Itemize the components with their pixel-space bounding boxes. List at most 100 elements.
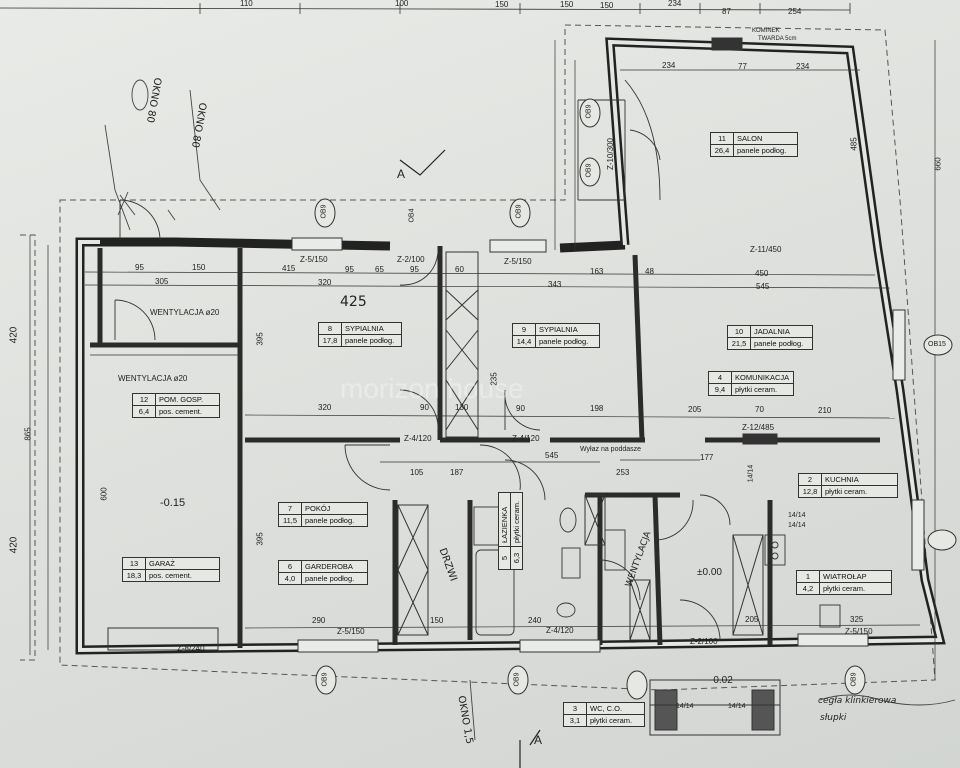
lintel-label: Z-4/120 [404,434,432,443]
dim: 240 [528,616,542,625]
dim: 90 [420,403,429,412]
dim: 150 [560,0,574,9]
fireplace-note: TWARDA 5cm [758,36,797,42]
dim: 235 [489,372,499,386]
section-marker-a: A [534,733,543,747]
dim: 205 [745,615,759,624]
dim: 305 [155,277,169,286]
handwritten-porch-note: słupki [820,713,847,723]
section-marker-a: A [397,167,406,181]
attic-hatch-label: Wyłaz na poddasze [580,446,642,453]
lintel-label: Z-5/150 [845,627,873,636]
lintel-label: Z-2/100 [397,255,425,264]
dim: 95 [135,263,144,272]
dim: 420 [8,536,20,554]
window-tag: OB9 [515,204,523,219]
lintel-label: Z-5/150 [337,627,365,636]
lintel-label: Z-8/240 [177,644,205,653]
dim: 150 [495,0,509,9]
window-tag: OB9 [850,672,858,687]
dim: 150 [600,1,614,10]
lintel-label: Z-2/100 [690,637,718,646]
handwritten-porch-note: cegła klinkierowa [818,696,897,706]
dim: 545 [756,282,770,291]
dim: 150 [430,616,444,625]
fireplace-label: KOMINEK [752,28,780,34]
dim: 90 [516,404,525,413]
dashed-plot-outline [20,24,936,691]
dim: 395 [255,532,265,546]
dim: 320 [318,278,332,287]
lintel-label: Z-7/240 [120,239,148,248]
lintel-label: Z-5/150 [504,257,532,266]
dim: 485 [849,137,859,151]
window-tag-circles [314,98,957,700]
dim: 14/14 [788,522,806,529]
dim: 395 [255,332,265,346]
dim: 545 [545,451,559,460]
exterior-walls-inner [78,39,943,653]
dim: 254 [788,7,802,16]
dim: 205 [688,405,702,414]
dim: 290 [312,616,326,625]
dim: 100 [395,0,409,8]
dim: 320 [318,403,332,412]
entry-porch [649,679,781,736]
lintel-label: Z-11/450 [750,245,782,254]
dim: 210 [818,406,832,415]
handwritten-425: 425 [340,294,367,310]
dim: 187 [450,468,464,477]
ventilation-shafts [397,37,778,641]
watermark: morizon house [340,373,524,404]
dim: 234 [668,0,682,8]
dim: 70 [755,405,764,414]
window-tag: OB15 [928,341,946,348]
door-swings [114,79,731,641]
dim: 95 [410,265,419,274]
window-tag: OB9 [513,672,521,687]
lintel-label: Z-12/485 [742,423,775,432]
dim: 163 [590,267,604,276]
ventilation-label: WENTYLACJA ø20 [118,374,188,383]
dim: 234 [662,61,676,70]
dim: 420 [8,326,20,344]
dim: 87 [722,7,731,16]
window-tag: OB9 [321,672,329,687]
dim: 14/14 [788,512,806,519]
dim: 198 [590,404,604,413]
dim: 325 [850,615,864,624]
bathroom-fixtures [473,506,841,636]
dim: 450 [755,269,769,278]
level-hall: ±0.00 [697,567,722,578]
dim: 95 [345,265,354,274]
dim: 130 [455,403,469,412]
dim: 14/14 [747,464,755,483]
level-porch: -0.02 [710,675,733,686]
window-tag: OB9 [585,163,593,178]
dim: 343 [548,280,562,289]
dim: 110 [240,0,253,8]
dimension-lines [29,40,936,680]
lintel-label: Z-5/150 [300,255,328,264]
dim: 660 [933,157,943,171]
ventilation-label: WENTYLACJA ø20 [150,308,220,317]
section-markers [399,149,541,768]
lintel-label: Z-4/120 [546,626,574,635]
lintel-label: Z-4/120 [512,434,540,443]
dim: 177 [700,453,714,462]
level-garage: -0.15 [160,497,186,509]
window-tag: OB4 [408,208,416,223]
dim: 865 [23,427,33,441]
dim: 150 [192,263,206,272]
